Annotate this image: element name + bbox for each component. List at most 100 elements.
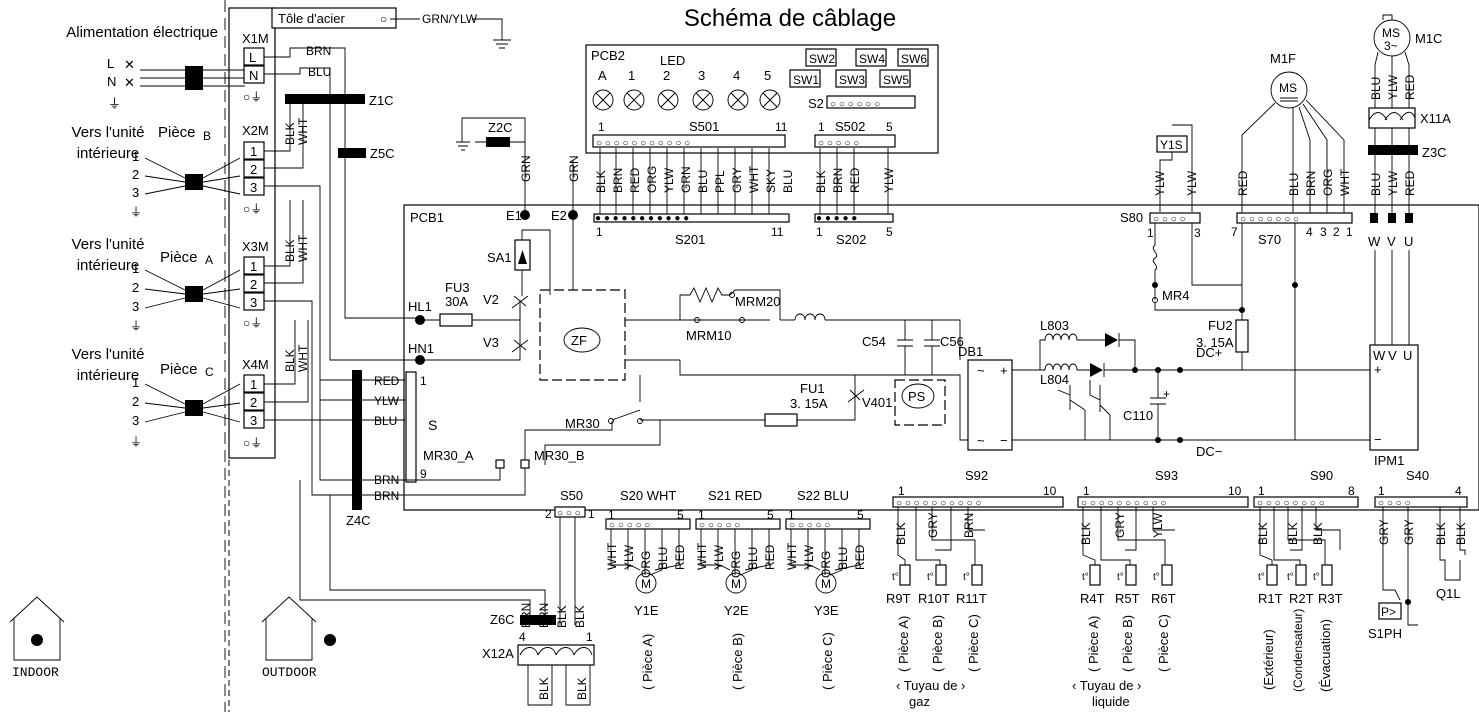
gas-room-c: ( Pièce C) [966, 614, 981, 672]
led-1-label: 1 [628, 68, 635, 83]
sw3-box [835, 69, 867, 88]
s-blu: BLU [374, 414, 397, 428]
z1c-label: Z1C [369, 93, 394, 108]
y1s-section: Y1S YLW YLW S80 ○ ○ ○ ○ 1 3 MR4 [1120, 124, 1242, 311]
power-n-label: N [107, 74, 116, 89]
s1ph-p-label: P> [1381, 605, 1396, 619]
y1e-room: ( Pièce A) [640, 634, 655, 690]
s202-connector: ● ● ● ● ● 1 S202 5 [814, 213, 894, 247]
liq-room-c: ( Pièce C) [1156, 614, 1171, 672]
liq-w2: YLW [1151, 512, 1165, 538]
th-t2: t° [1313, 572, 1320, 583]
x2m-3: 3 [250, 180, 257, 195]
piece-a-word: Pièce [160, 249, 198, 266]
db1-minus: − [1000, 433, 1008, 448]
z6c-label: Z6C [490, 612, 515, 627]
gas-t2: t° [963, 572, 970, 583]
s502-w2: RED [848, 167, 862, 193]
s1ph-label: S1PH [1368, 626, 1402, 641]
s40-w1: GRY [1402, 519, 1416, 545]
x4m-3: 3 [250, 413, 257, 428]
x3m-3: 3 [250, 295, 257, 310]
fu1-value: 3. 15A [790, 396, 828, 411]
x12a-w3: BLK [573, 605, 587, 628]
wvu-v-top: V [1387, 234, 1396, 249]
y3e-w3: BLU [836, 547, 850, 570]
c54-label: C54 [862, 334, 886, 349]
s40-pins: ○ ○ ○ ○ [1378, 498, 1411, 509]
x1m-n: N [249, 68, 258, 83]
liq-room-b: ( Pièce B) [1120, 615, 1135, 672]
gas-room-a: ( Pièce A) [896, 616, 911, 672]
sw3-label: SW3 [839, 73, 865, 87]
x1m-ground: ○⏚ [243, 90, 262, 104]
y1s-ylw1: YLW [1153, 170, 1167, 196]
m1f-fan: M1F MS RED BLU BRN ORG WHT ○ ○ ○ ○ ○ ○ ○… [1231, 51, 1353, 440]
m1f-label: M1F [1270, 51, 1296, 66]
wvu-u-ipm: U [1403, 348, 1412, 363]
x4m-2: 2 [250, 395, 257, 410]
tn-c-1: 1 [132, 375, 139, 390]
l803-label: L803 [1040, 318, 1069, 333]
liq-t1: t° [1117, 572, 1124, 583]
filter-z5c [338, 148, 366, 158]
pcb1-board [403, 204, 1479, 511]
m1f-brn: BRN [1304, 171, 1318, 196]
filter-z6c [520, 615, 556, 625]
x12a-pin4: 4 [519, 630, 526, 644]
x3m-label: X3M [242, 239, 269, 254]
s501-w6: BLU [696, 170, 710, 193]
valve-y3e: WHT YLW ORG BLU RED M Y3E ( Pièce C) [785, 529, 867, 690]
x4m-label: X4M [242, 357, 269, 372]
m1f-blu: BLU [1287, 173, 1301, 196]
legend-indoor: INDOOR [9, 596, 65, 680]
ipm-minus: − [1374, 432, 1382, 447]
led-2-label: 2 [663, 68, 670, 83]
x2m-2: 2 [250, 162, 257, 177]
diagram-title: Schéma de câblage [684, 5, 896, 32]
pcb2-label: PCB2 [591, 48, 625, 63]
wvu-w-top: W [1368, 234, 1381, 249]
s70-pin3: 3 [1320, 225, 1327, 239]
piece-c-letter: C [205, 365, 214, 379]
x11a-blu: BLU [1369, 173, 1383, 196]
s90-thermistors: S90 1 8 ○ ○ ○ ○ ○ ○ ○ ○ BLK BLK BLK t° t… [1253, 468, 1359, 692]
v2-label: V2 [483, 292, 499, 307]
s501-w1: BRN [611, 168, 625, 193]
s21-label: S21 RED [708, 488, 762, 503]
r9t-label: R9T [886, 591, 911, 606]
s92-pin10: 10 [1043, 484, 1057, 498]
x3m-1: 1 [250, 259, 257, 274]
ground-symbol-power: ⏚ [108, 96, 121, 111]
indoor-block-b: Vers l'unité intérieure Pièce B [72, 124, 211, 162]
wvu-w-ipm: W [1373, 348, 1386, 363]
m1c-3phase: 3~ [1384, 39, 1398, 53]
x11a-label: X11A [1420, 111, 1451, 126]
x1m-blu: BLU [308, 65, 331, 79]
hl1-label: HL1 [408, 299, 432, 314]
sw4-label: SW4 [859, 52, 885, 66]
s-connector: Z4C RED YLW BLU BRN BRN 1 9 S [299, 370, 546, 625]
relay-section: MRM20 MRM10 C54 C56 [640, 286, 1050, 441]
led-label: LED [660, 53, 685, 68]
s501-w0: BLK [594, 170, 608, 193]
s93-pin10: 10 [1228, 484, 1242, 498]
grn-ylw-label: GRN/YLW [422, 12, 478, 26]
gas-label1: ‹ Tuyau de › [896, 678, 965, 693]
s40-w3: BLK [1454, 522, 1468, 545]
mr4-label: MR4 [1162, 288, 1189, 303]
z2c-ground: Z2C GRN GRN E1 E2 [456, 117, 581, 223]
s-ylw: YLW [374, 394, 400, 408]
x12a-wb1: BLK [575, 677, 589, 700]
s20-pin1: 1 [608, 508, 615, 522]
indoor-c-terminal-numbers: 1 2 3 ⏚ [130, 375, 142, 449]
s501-w3: ORG [645, 166, 659, 193]
x12a-connector: BRN BRN BLK BLK Z6C 4 1 X12A BLK BLK [482, 603, 595, 706]
s22-pin5: 5 [857, 508, 864, 522]
gas-w1: GRY [926, 512, 940, 538]
s202-pin1: 1 [816, 225, 823, 239]
liq-label1: ‹ Tuyau de › [1072, 678, 1141, 693]
s90-pin8: 8 [1348, 484, 1355, 498]
indoor-block-a: Vers l'unité intérieure Pièce A [72, 236, 213, 274]
s201-pin1: 1 [596, 225, 603, 239]
